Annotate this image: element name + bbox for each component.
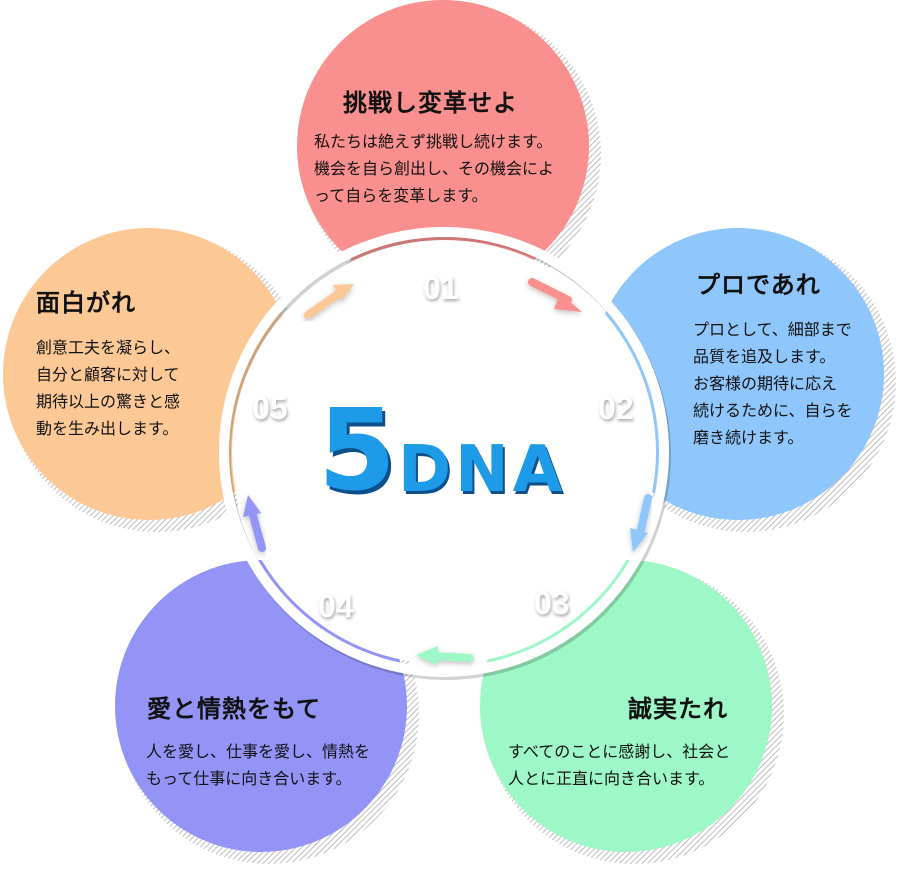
arrow-01-to-02 — [528, 278, 582, 312]
number-03: 03 — [534, 585, 570, 621]
item-05-text: 創意工夫を凝らし、 自分と顧客に対して 期待以上の驚きと感 動を生み出します。 — [36, 334, 180, 442]
number-05: 05 — [252, 390, 288, 426]
item-04-text: 人を愛し、仕事を愛し、情熱を もって仕事に向き合います。 — [146, 738, 370, 792]
arrow-05-to-01 — [304, 284, 354, 319]
item-04-title: 愛と情熱をもて — [147, 695, 322, 723]
arrow-03-to-04 — [416, 646, 474, 665]
item-02-line: 磨き続けます。 — [693, 428, 804, 447]
item-03-line: すべてのことに感謝し、社会と — [508, 742, 731, 761]
arrow-04-to-05 — [243, 495, 266, 552]
item-05-line: 動を生み出します。 — [36, 419, 179, 438]
item-02-title: プロであれ — [696, 271, 821, 299]
number-01: 01 — [423, 270, 459, 306]
center-disc — [232, 240, 656, 664]
item-05-line: 期待以上の驚きと感 — [36, 392, 181, 411]
item-01-text: 私たちは絶えず挑戦し続けます。 機会を自ら創出し、その機会によ って自らを変革し… — [314, 128, 554, 209]
item-02-line: 品質を追及します。 — [693, 347, 836, 366]
item-01-title: 挑戦し変革せよ — [343, 89, 518, 117]
item-03-line: 人とに正直に向き合います。 — [508, 769, 715, 788]
item-05-line: 創意工夫を凝らし、 — [36, 338, 181, 357]
logo-label: DNA — [398, 433, 567, 507]
item-01-line: 機会を自ら創出し、その機会によ — [314, 159, 555, 178]
circle-01 — [297, 0, 589, 292]
item-02-line: 続けるために、自らを — [693, 401, 853, 420]
item-02-text: プロとして、細部まで 品質を追及します。 お客様の期待に応え 続けるために、自ら… — [693, 316, 853, 451]
item-02-line: お客様の期待に応え — [693, 374, 838, 393]
number-04: 04 — [318, 588, 354, 624]
item-05-line: 自分と顧客に対して — [36, 365, 180, 384]
item-05-title: 面白がれ — [36, 289, 136, 317]
item-01-line: 私たちは絶えず挑戦し続けます。 — [314, 132, 553, 151]
item-04-line: もって仕事に向き合います。 — [146, 769, 352, 788]
center-ring — [219, 227, 669, 677]
arrow-02-to-03 — [630, 494, 652, 552]
item-02-line: プロとして、細部まで — [693, 320, 852, 339]
item-04-line: 人を愛し、仕事を愛し、情熱を — [146, 742, 371, 761]
logo-number: 5 — [318, 386, 396, 516]
item-01-line: って自らを変革します。 — [314, 186, 488, 205]
item-03-title: 誠実たれ — [628, 695, 728, 723]
item-03-text: すべてのことに感謝し、社会と 人とに正直に向き合います。 — [508, 738, 730, 792]
number-02: 02 — [598, 390, 634, 426]
